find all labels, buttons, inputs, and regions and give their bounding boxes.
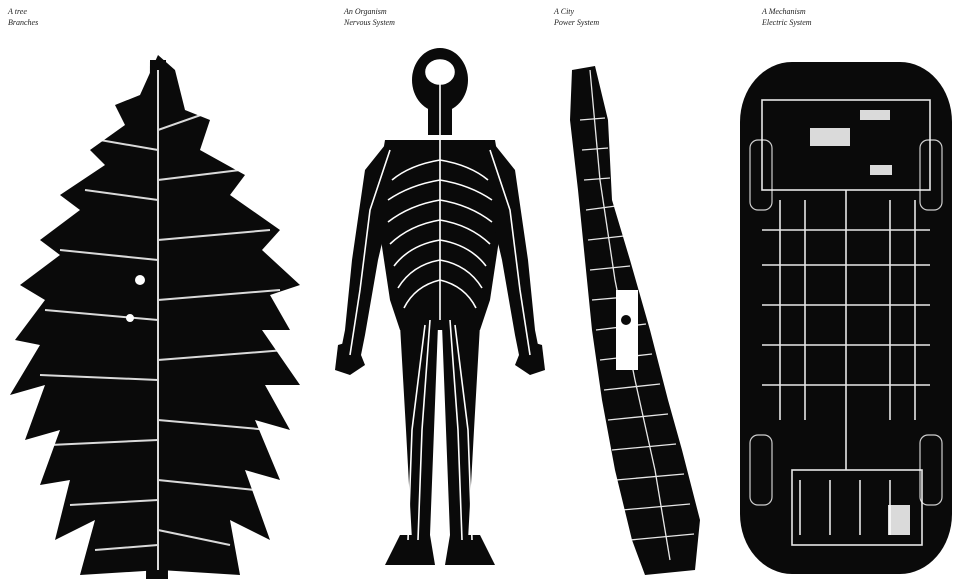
power-grid-map-illustration (550, 0, 710, 579)
panel-organism: An Organism Nervous System (330, 0, 550, 579)
tree-illustration (0, 0, 320, 579)
nervous-system-illustration (330, 0, 550, 579)
panel-tree: A tree Branches (0, 0, 320, 579)
panel-mechanism: A Mechanism Electric System (720, 0, 956, 579)
panel-city: A City Power System (550, 0, 710, 579)
electric-system-illustration (720, 0, 956, 579)
